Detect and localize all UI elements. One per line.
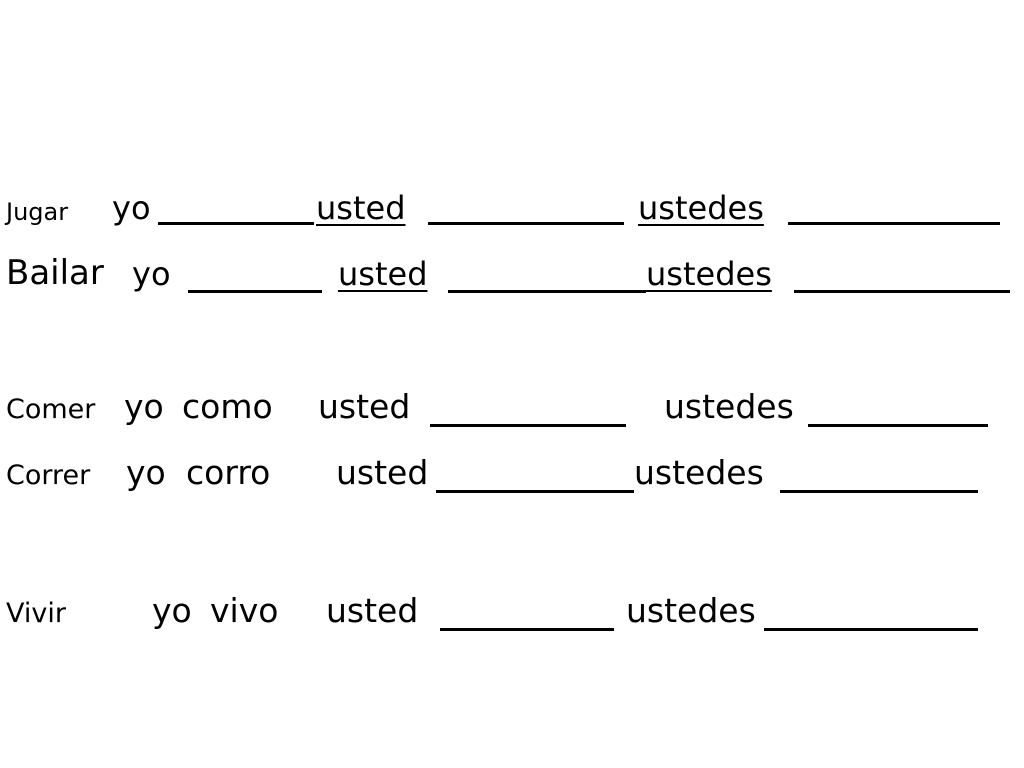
yo-label: yo xyxy=(152,591,192,630)
ustedes-answer-blank[interactable] xyxy=(764,628,978,631)
yo-label: yo xyxy=(132,255,171,293)
yo-answer: corro xyxy=(186,453,271,492)
ustedes-label: ustedes xyxy=(626,591,756,630)
conjugation-row-vivir: Vivir yo vivo usted ustedes xyxy=(0,594,1024,638)
usted-answer-blank[interactable] xyxy=(440,628,614,631)
yo-label: yo xyxy=(124,387,164,426)
conjugation-row-bailar: Bailar yo usted ustedes xyxy=(0,256,1024,300)
usted-label: usted xyxy=(326,591,419,630)
verb-label: Vivir xyxy=(6,598,66,629)
usted-answer-blank[interactable] xyxy=(430,424,626,427)
yo-answer-blank[interactable] xyxy=(158,222,314,225)
ustedes-label: ustedes xyxy=(634,453,764,492)
conjugation-row-correr: Correr yo corro usted ustedes xyxy=(0,456,1024,500)
verb-label: Correr xyxy=(6,460,91,491)
verb-label: Comer xyxy=(6,394,96,425)
usted-label: usted xyxy=(336,453,429,492)
ustedes-label: ustedes xyxy=(646,255,772,293)
usted-label: usted xyxy=(318,387,411,426)
verb-label: Jugar xyxy=(6,198,69,226)
usted-label: usted xyxy=(338,255,428,293)
usted-answer-blank[interactable] xyxy=(428,222,624,225)
usted-answer-blank[interactable] xyxy=(448,290,646,293)
usted-answer-blank[interactable] xyxy=(436,490,634,493)
ustedes-label: ustedes xyxy=(638,189,764,227)
yo-answer-blank[interactable] xyxy=(188,290,322,293)
yo-answer: como xyxy=(182,387,273,426)
ustedes-label: ustedes xyxy=(664,387,794,426)
conjugation-row-jugar: Jugar yo usted ustedes xyxy=(0,192,1024,232)
conjugation-row-comer: Comer yo como usted ustedes xyxy=(0,390,1024,434)
ustedes-answer-blank[interactable] xyxy=(794,290,1010,293)
ustedes-answer-blank[interactable] xyxy=(780,490,978,493)
yo-answer: vivo xyxy=(210,591,279,630)
ustedes-answer-blank[interactable] xyxy=(808,424,988,427)
yo-label: yo xyxy=(112,189,151,227)
ustedes-answer-blank[interactable] xyxy=(788,222,1000,225)
verb-label: Bailar xyxy=(6,253,104,293)
yo-label: yo xyxy=(126,453,166,492)
usted-label: usted xyxy=(316,189,406,227)
